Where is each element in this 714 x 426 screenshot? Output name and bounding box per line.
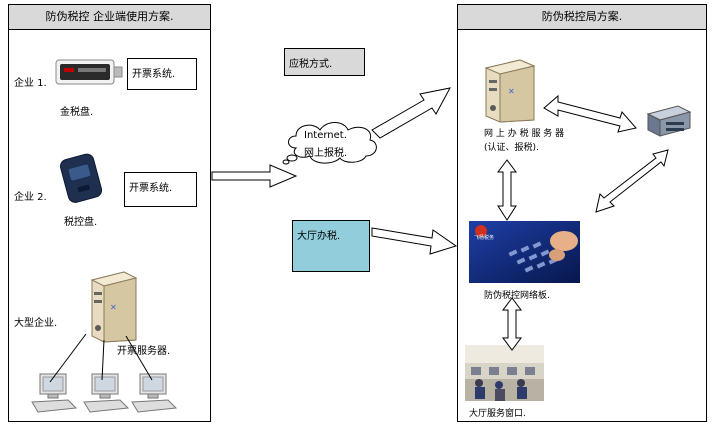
tax-control-disk-icon — [54, 152, 110, 204]
internet-cloud-icon — [282, 118, 382, 166]
cloud-online-filing-label: 网上报税. — [304, 148, 348, 159]
server-storage-double-arrow — [543, 94, 637, 133]
tax-network-image — [469, 221, 580, 283]
client-computer-icon — [28, 372, 80, 416]
tax-control-disk-label: 税控盘. — [64, 217, 98, 228]
network-storage-icon — [644, 102, 694, 140]
online-tax-server-label: 网 上 办 税 服 务 器 — [484, 129, 565, 139]
large-enterprise-label: 大型企业. — [14, 318, 58, 329]
bureau-panel-title: 防伪税控局方案. — [458, 5, 706, 30]
server-network-double-arrow — [497, 159, 517, 221]
online-tax-server-icon: ✕ — [480, 58, 540, 124]
invoicing-system-2-box: 开票系统. — [124, 172, 197, 207]
internet-to-server-arrow — [371, 87, 451, 139]
invoicing-server-icon: ✕ — [86, 270, 140, 344]
tax-method-box: 应税方式. — [284, 48, 365, 76]
cloud-internet-label: Internet. — [304, 130, 347, 141]
hall-to-network-arrow — [371, 227, 458, 255]
svg-text:✕: ✕ — [110, 303, 117, 312]
lan-connection-lines — [49, 333, 153, 383]
enterprise-1-label: 企业 1. — [14, 78, 47, 89]
network-hall-double-arrow — [502, 297, 522, 351]
svg-text:✕: ✕ — [508, 87, 515, 96]
enterprise-2-label: 企业 2. — [14, 192, 47, 203]
golden-tax-disk-icon — [54, 56, 123, 88]
enterprise-panel-title: 防伪税控 企业端使用方案. — [9, 5, 210, 30]
golden-tax-disk-label: 金税盘. — [60, 107, 94, 118]
invoicing-system-1-box: 开票系统. — [127, 58, 197, 90]
tax-network-image-caption: 飞杨税务 — [474, 235, 495, 241]
client-computer-icon — [128, 372, 180, 416]
invoicing-server-label: 开票服务器. — [117, 346, 171, 357]
storage-network-double-arrow — [595, 149, 669, 213]
client-computer-icon — [80, 372, 132, 416]
hall-service-window-label: 大厅服务窗口. — [469, 409, 526, 419]
tax-network-label: 防伪税控网络板. — [484, 291, 550, 301]
online-tax-server-sublabel: (认证、报税). — [484, 143, 539, 153]
hall-tax-box: 大厅办税. — [292, 220, 370, 272]
hall-service-window-image — [465, 345, 544, 401]
enterprise-to-internet-arrow — [211, 164, 298, 188]
